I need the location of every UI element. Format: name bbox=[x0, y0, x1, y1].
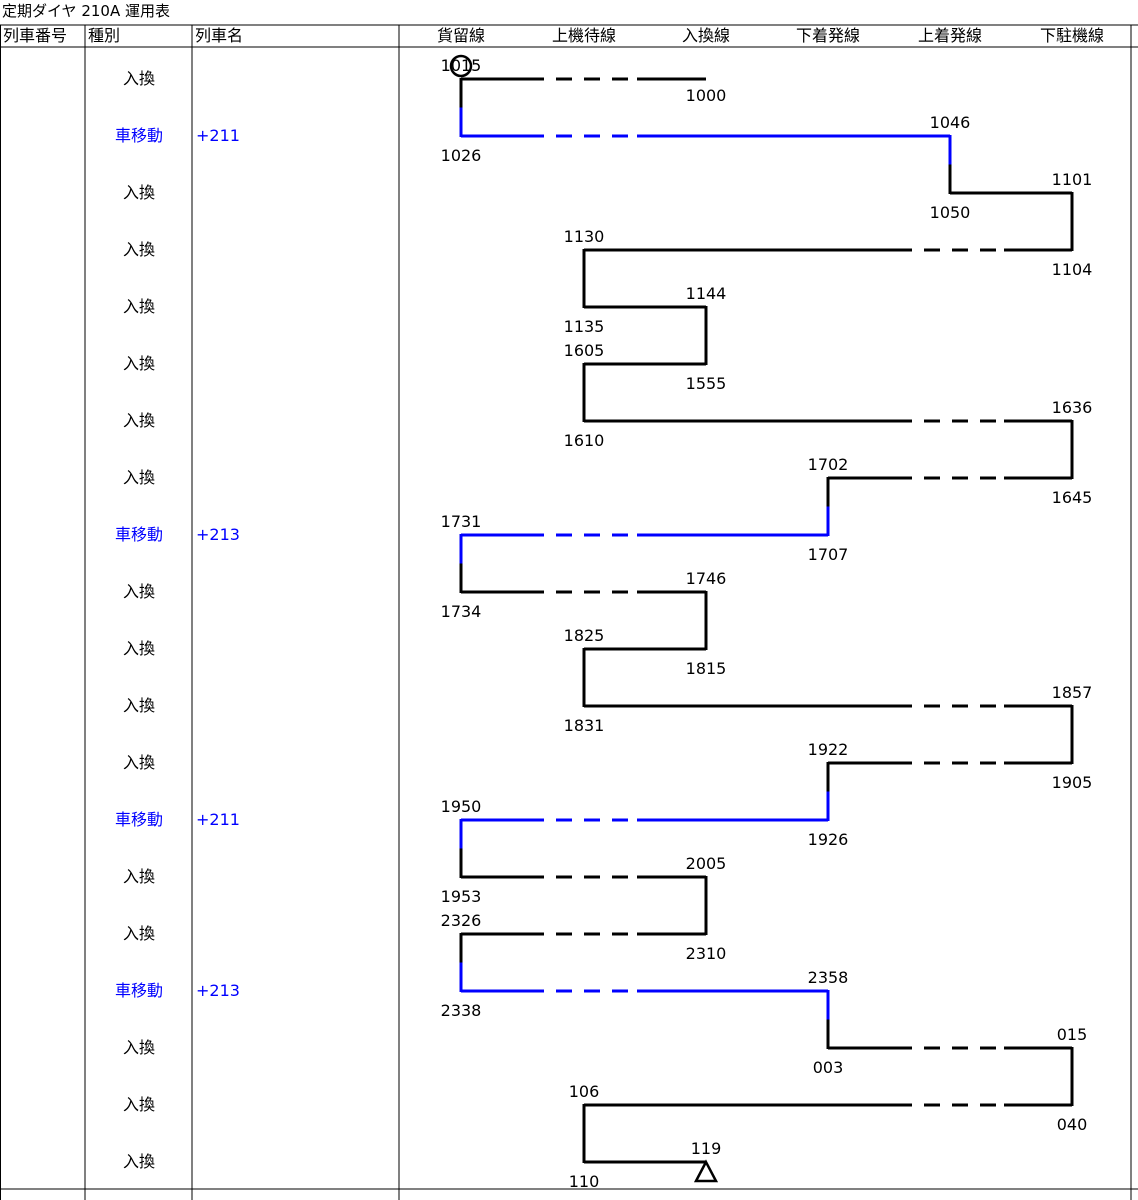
arrive-time-label: 1605 bbox=[564, 341, 605, 360]
arrive-time-label: 1857 bbox=[1052, 683, 1093, 702]
arrive-time-label: 1101 bbox=[1052, 170, 1093, 189]
end-triangle-icon bbox=[693, 1159, 719, 1183]
depart-time-label: 1015 bbox=[441, 56, 482, 75]
header-track-shimochakuhatsu: 下着発線 bbox=[795, 26, 861, 45]
depart-time-label: 040 bbox=[1057, 1115, 1088, 1134]
row-kind: 車移動 bbox=[114, 981, 164, 1000]
depart-time-label: 1104 bbox=[1052, 260, 1093, 279]
arrive-time-label: 1046 bbox=[930, 113, 971, 132]
arrive-time-label: 1702 bbox=[808, 455, 849, 474]
row-kind: 入換 bbox=[122, 297, 156, 316]
arrive-time-label: 1922 bbox=[808, 740, 849, 759]
depart-time-label: 1707 bbox=[808, 545, 849, 564]
diagram-title: 定期ダイヤ 210A 運用表 bbox=[2, 2, 170, 20]
depart-time-label: 1610 bbox=[564, 431, 605, 450]
row-kind: 入換 bbox=[122, 69, 156, 88]
row-kind: 入換 bbox=[122, 1152, 156, 1171]
arrive-time-label: 015 bbox=[1057, 1025, 1088, 1044]
row-kind: 入換 bbox=[122, 354, 156, 373]
depart-time-label: 1050 bbox=[930, 203, 971, 222]
row-kind: 車移動 bbox=[114, 525, 164, 544]
row-kind: 入換 bbox=[122, 867, 156, 886]
start-circle-icon bbox=[449, 54, 473, 78]
row-kind: 入換 bbox=[122, 696, 156, 715]
header-track-irekae: 入換線 bbox=[681, 26, 731, 45]
row-kind: 入換 bbox=[122, 240, 156, 259]
row-kind: 入換 bbox=[122, 924, 156, 943]
header-track-kamikimachi: 上機待線 bbox=[551, 26, 617, 45]
arrive-time-label: 1731 bbox=[441, 512, 482, 531]
arrive-time-label: 106 bbox=[569, 1082, 600, 1101]
row-kind: 入換 bbox=[122, 468, 156, 487]
header-train-number: 列車番号 bbox=[3, 26, 68, 45]
depart-time-label: 2338 bbox=[441, 1001, 482, 1020]
row-kind: 車移動 bbox=[114, 810, 164, 829]
depart-time-label: 1815 bbox=[686, 659, 727, 678]
arrive-time-label: 1746 bbox=[686, 569, 727, 588]
depart-time-label: 1555 bbox=[686, 374, 727, 393]
arrive-time-label: 1636 bbox=[1052, 398, 1093, 417]
depart-time-label: 1734 bbox=[441, 602, 482, 621]
row-kind: 入換 bbox=[122, 582, 156, 601]
depart-time-label: 1831 bbox=[564, 716, 605, 735]
depart-time-label: 110 bbox=[569, 1172, 600, 1191]
depart-time-label: 1905 bbox=[1052, 773, 1093, 792]
row-kind: 入換 bbox=[122, 183, 156, 202]
arrive-time-label: 1000 bbox=[686, 86, 727, 105]
depart-time-label: 1135 bbox=[564, 317, 605, 336]
arrive-time-label: 1825 bbox=[564, 626, 605, 645]
row-kind: 入換 bbox=[122, 639, 156, 658]
depart-time-label: 2310 bbox=[686, 944, 727, 963]
row-kind: 車移動 bbox=[114, 126, 164, 145]
arrive-time-label: 1950 bbox=[441, 797, 482, 816]
header-track-kamichakuhatsu: 上着発線 bbox=[917, 26, 983, 45]
depart-time-label: 1645 bbox=[1052, 488, 1093, 507]
depart-time-label: 003 bbox=[813, 1058, 844, 1077]
row-train-name: +211 bbox=[196, 126, 240, 145]
header-track-kashiryu: 貨留線 bbox=[436, 26, 486, 45]
row-kind: 入換 bbox=[122, 1038, 156, 1057]
arrive-time-label: 119 bbox=[691, 1139, 722, 1158]
arrive-time-label: 2326 bbox=[441, 911, 482, 930]
row-train-name: +211 bbox=[196, 810, 240, 829]
arrive-time-label: 1144 bbox=[686, 284, 727, 303]
depart-time-label: 1026 bbox=[441, 146, 482, 165]
arrive-time-label: 2358 bbox=[808, 968, 849, 987]
header-train-name: 列車名 bbox=[195, 26, 244, 45]
header-track-shimochuki: 下駐機線 bbox=[1039, 26, 1105, 45]
arrive-time-label: 1130 bbox=[564, 227, 605, 246]
row-kind: 入換 bbox=[122, 1095, 156, 1114]
arrive-time-label: 2005 bbox=[686, 854, 727, 873]
depart-time-label: 1953 bbox=[441, 887, 482, 906]
row-train-name: +213 bbox=[196, 981, 240, 1000]
row-kind: 入換 bbox=[122, 753, 156, 772]
header-kind: 種別 bbox=[88, 26, 121, 45]
row-train-name: +213 bbox=[196, 525, 240, 544]
row-kind: 入換 bbox=[122, 411, 156, 430]
depart-time-label: 1926 bbox=[808, 830, 849, 849]
